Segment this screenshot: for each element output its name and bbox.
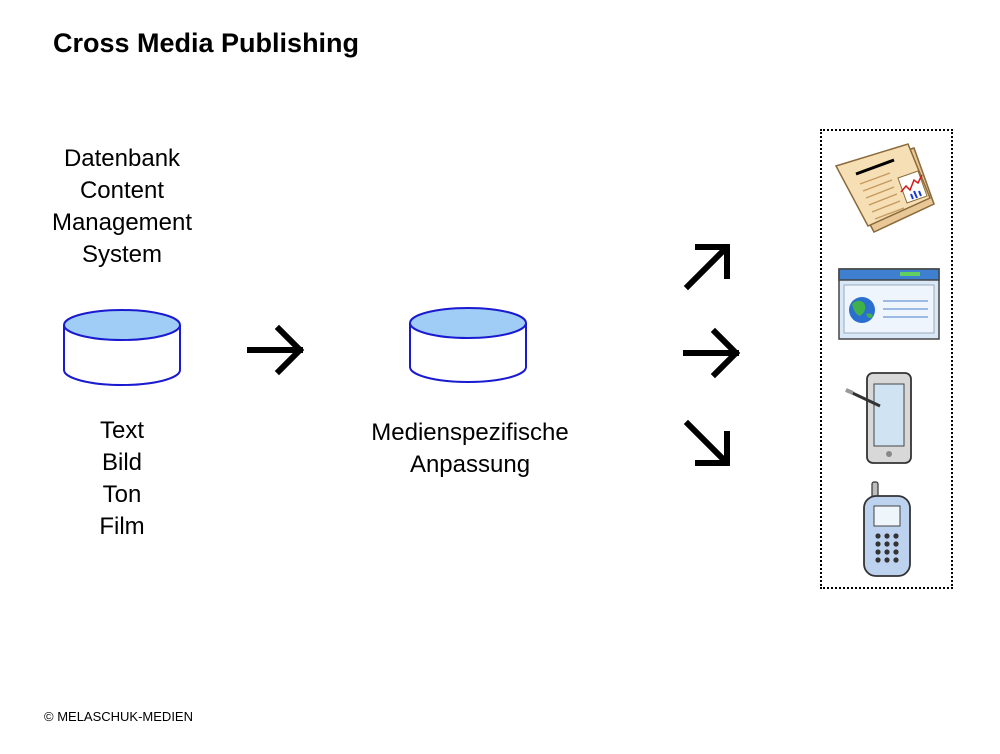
arrow-down-right-icon — [683, 419, 731, 467]
media-type-item: Film — [99, 513, 145, 540]
cms-line: System — [81, 241, 162, 268]
adaptation-label: Medienspezifische Anpassung — [340, 417, 600, 481]
page-title: Cross Media Publishing — [53, 28, 360, 58]
mobile-phone-icon — [863, 481, 911, 577]
arrow-right-icon — [683, 327, 741, 379]
media-type-item: Text — [99, 417, 144, 444]
cms-label: Datenbank Content Management System — [40, 143, 204, 271]
web-browser-icon — [838, 268, 940, 340]
media-type-item: Bild — [101, 449, 143, 476]
cms-line: Datenbank — [63, 145, 181, 172]
cms-line: Management — [51, 209, 193, 236]
adaptation-line: Medienspezifische — [371, 419, 569, 446]
database-cylinder-icon — [63, 309, 181, 386]
media-types-list: Text Bild Ton Film — [40, 415, 204, 543]
newspaper-icon — [834, 143, 935, 233]
cms-line: Content — [79, 177, 165, 204]
media-type-item: Ton — [102, 481, 142, 508]
adaptation-line: Anpassung — [409, 451, 531, 478]
output-media-box — [820, 129, 953, 589]
arrow-up-right-icon — [683, 243, 731, 291]
tablet-icon — [845, 372, 912, 464]
adaptation-cylinder-icon — [409, 307, 527, 383]
copyright-notice: © MELASCHUK-MEDIEN — [44, 709, 193, 724]
arrow-right-icon — [247, 324, 305, 376]
